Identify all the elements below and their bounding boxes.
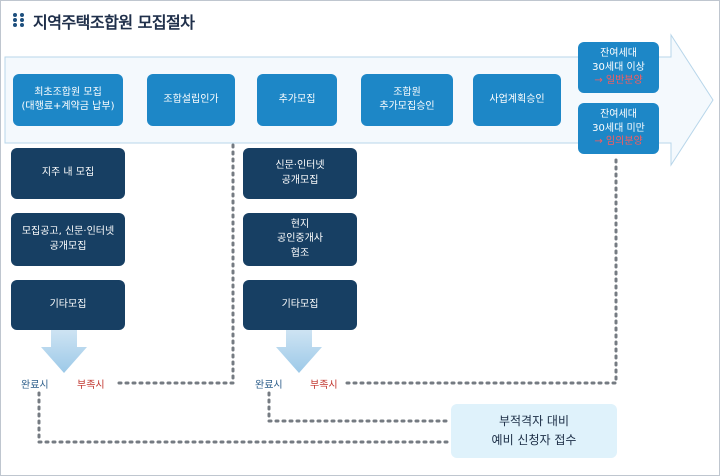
remaining-units-result: → 임의분양 bbox=[594, 136, 643, 148]
remaining-units-label: 잔여세대 bbox=[600, 48, 637, 60]
connector-initial-shortage bbox=[117, 141, 235, 385]
remaining-units-under-30: 잔여세대 30세대 미만 → 임의분양 bbox=[578, 103, 659, 154]
remaining-units-result: → 일반분양 bbox=[594, 75, 643, 87]
page-title: 지역주택조합원 모집절차 bbox=[33, 13, 195, 32]
initial-shortage-label: 부족시 bbox=[77, 380, 105, 391]
reserve-applicant-note: 부적격자 대비 예비 신청자 접수 bbox=[451, 404, 617, 458]
method-public-recruitment: 모집공고, 신문·인터넷 공개모집 bbox=[11, 213, 125, 266]
method-local-agent-cooperation: 현지 공인중개사 협조 bbox=[243, 213, 357, 266]
additional-shortage-label: 부족시 bbox=[310, 380, 338, 391]
remaining-units-label: 잔여세대 bbox=[600, 109, 637, 121]
additional-complete-label: 완료시 bbox=[255, 380, 283, 391]
step-project-plan-approval: 사업계획승인 bbox=[473, 74, 561, 126]
step-additional-approval: 조합원 추가모집승인 bbox=[361, 74, 453, 126]
initial-complete-label: 완료시 bbox=[21, 380, 49, 391]
down-arrow-initial bbox=[41, 329, 87, 373]
connector-additional-shortage bbox=[345, 153, 618, 385]
step-initial-recruitment: 최초조합원 모집 (대행료+계약금 납부) bbox=[13, 74, 123, 126]
method-other-additional: 기타모집 bbox=[243, 280, 357, 330]
method-media-recruitment: 신문·인터넷 공개모집 bbox=[243, 148, 357, 199]
process-arrow bbox=[4, 33, 714, 167]
step-association-approval: 조합설립인가 bbox=[147, 74, 235, 126]
remaining-units-count: 30세대 이상 bbox=[592, 61, 645, 73]
remaining-units-count: 30세대 미만 bbox=[592, 122, 645, 134]
connector-initial-complete bbox=[37, 391, 451, 444]
connector-additional-complete bbox=[267, 391, 451, 423]
step-additional-recruitment: 추가모집 bbox=[257, 74, 337, 126]
grid-dots-icon bbox=[13, 13, 24, 27]
method-other-recruitment: 기타모집 bbox=[11, 280, 125, 330]
down-arrow-additional bbox=[276, 329, 322, 373]
remaining-units-30-plus: 잔여세대 30세대 이상 → 일반분양 bbox=[578, 42, 659, 93]
method-landowner-recruitment: 지주 내 모집 bbox=[11, 148, 125, 199]
